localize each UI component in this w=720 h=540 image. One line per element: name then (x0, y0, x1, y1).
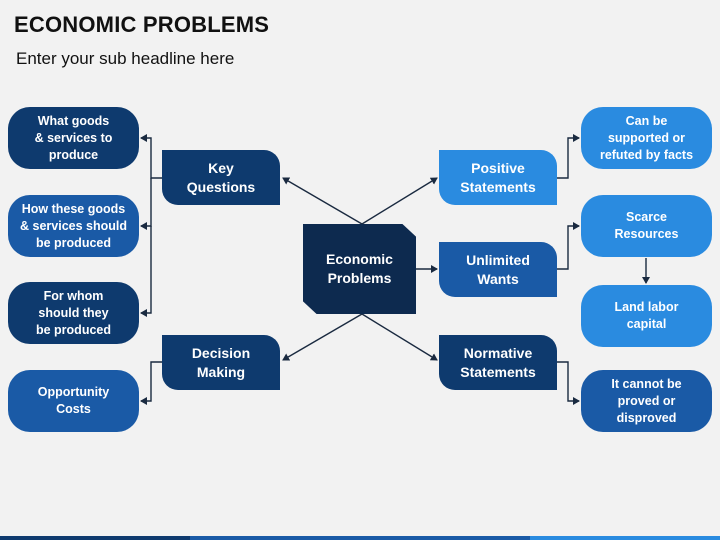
connector-key-how (140, 178, 152, 230)
connector-normative-cannot (557, 361, 580, 405)
category-decision-making: Decision Making (162, 335, 280, 390)
category-key-questions: Key Questions (162, 150, 280, 205)
category-normative-statements: Normative Statements (439, 335, 557, 390)
bottom-bar-mid (190, 536, 530, 540)
item-what-goods: What goods & services to produce (8, 107, 139, 169)
item-opportunity-costs: Opportunity Costs (8, 370, 139, 432)
page-title: ECONOMIC PROBLEMS (14, 12, 270, 37)
category-positive-statements: Positive Statements (439, 150, 557, 205)
item-scarce-resources: Scarce Resources (581, 195, 712, 257)
page-subtitle: Enter your sub headline here (16, 49, 235, 68)
item-land-labor-capital: Land labor capital (581, 285, 712, 347)
item-for-whom: For whom should they be produced (8, 282, 139, 344)
center-label: Economic Problems (326, 251, 393, 286)
connector-center-normative (361, 313, 438, 361)
connector-unlimited-scarce (557, 222, 580, 270)
center-economic-problems: Economic Problems (303, 224, 416, 314)
connector-key-what (140, 134, 162, 179)
connector-center-positive (361, 177, 438, 225)
item-supported-refuted: Can be supported or refuted by facts (581, 107, 712, 169)
connector-decision-opportunity (140, 361, 162, 405)
connector-center-decision (282, 313, 363, 361)
connector-key-whom (140, 226, 152, 317)
connector-positive-supported (557, 134, 580, 179)
bottom-bar-dark (0, 536, 190, 540)
category-unlimited-wants: Unlimited Wants (439, 242, 557, 297)
connector-center-key-questions (282, 177, 363, 225)
bottom-bar-light (530, 536, 720, 540)
item-how-goods: How these goods & services should be pro… (8, 195, 139, 257)
item-cannot-prove: It cannot be proved or disproved (581, 370, 712, 432)
